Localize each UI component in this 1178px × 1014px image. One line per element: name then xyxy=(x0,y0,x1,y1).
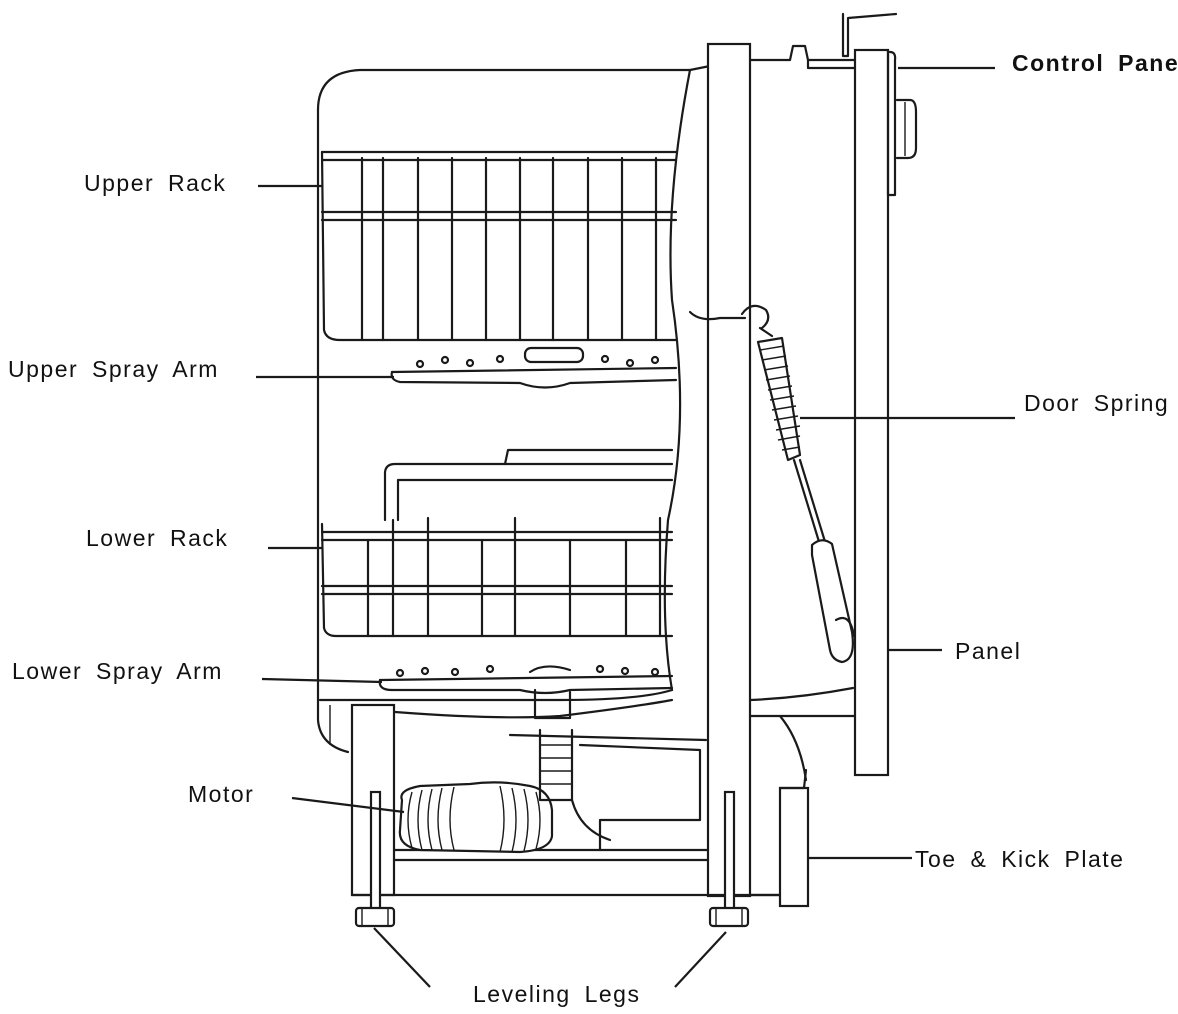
leader-leveling-leg-right xyxy=(674,931,727,988)
lower-spray-arm xyxy=(378,664,674,720)
leader-motor xyxy=(291,796,405,814)
leader-leveling-leg-left xyxy=(373,927,431,988)
leveling-legs xyxy=(354,790,750,928)
door-spring xyxy=(688,304,856,664)
label-panel: Panel xyxy=(955,638,1022,664)
label-leveling-legs: Leveling Legs xyxy=(473,981,641,1007)
leader-lines xyxy=(256,66,1015,988)
lower-rack xyxy=(320,448,674,638)
label-lower-rack: Lower Rack xyxy=(86,525,229,551)
label-lower-spray-arm: Lower Spray Arm xyxy=(12,658,223,684)
label-upper-spray-arm: Upper Spray Arm xyxy=(8,356,219,382)
motor xyxy=(398,728,708,854)
leader-lower-spray-arm xyxy=(261,677,383,684)
tub-body xyxy=(316,64,712,754)
label-upper-rack: Upper Rack xyxy=(84,170,227,196)
label-toe-kick-plate: Toe & Kick Plate xyxy=(915,846,1125,872)
upper-rack xyxy=(320,150,678,342)
label-control-panel: Control Panel xyxy=(1012,50,1178,76)
label-motor: Motor xyxy=(188,781,255,807)
upper-spray-arm xyxy=(390,346,678,389)
label-door-spring: Door Spring xyxy=(1024,390,1170,416)
door-frame xyxy=(706,12,918,898)
